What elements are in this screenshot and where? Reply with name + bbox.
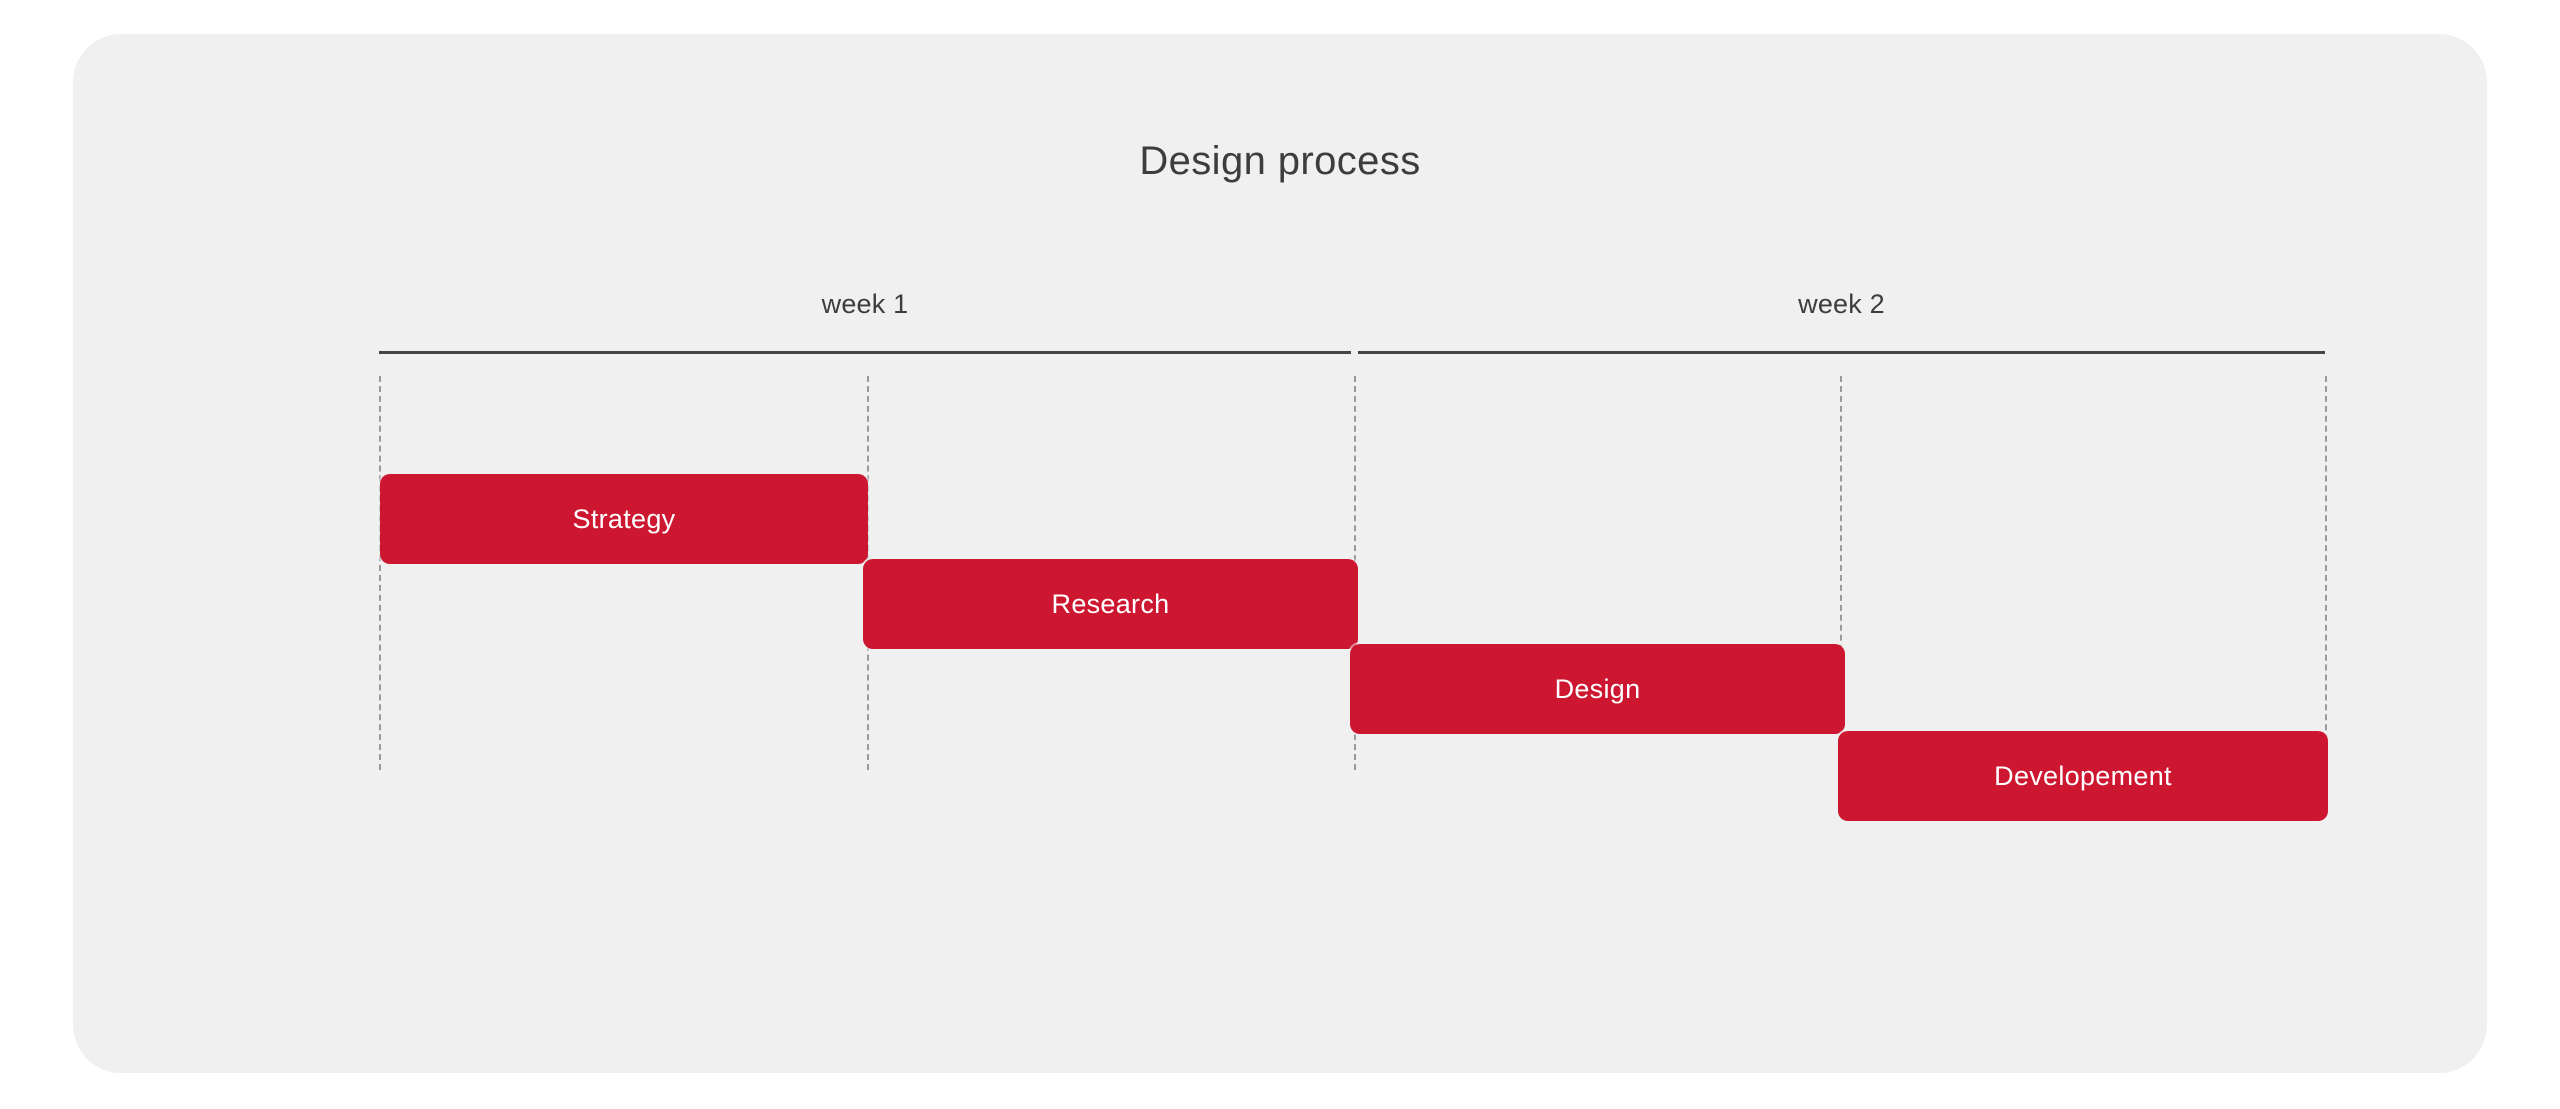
week-group-1: week 1 — [379, 289, 1351, 354]
gantt-bar-label: Strategy — [572, 503, 676, 534]
gantt-bar-label: Research — [1051, 588, 1170, 619]
gridline-tick-4 — [2325, 376, 2327, 770]
week-1-label: week 1 — [821, 289, 909, 319]
gridline-tick-0 — [379, 376, 381, 770]
gantt-bar-design[interactable]: Design — [1350, 644, 1845, 734]
week-group-2: week 2 — [1358, 289, 2325, 354]
page-title: Design process — [1139, 139, 1421, 183]
chart-card: Design process week 1 week 2 Strategy Re… — [73, 34, 2487, 1073]
week-2-rule — [1358, 351, 2325, 354]
gantt-bar-label: Design — [1554, 673, 1641, 704]
gridline-tick-3 — [1840, 376, 1842, 770]
gantt-bar-label: Developement — [1994, 760, 2172, 791]
week-2-label: week 2 — [1798, 289, 1885, 319]
gantt-bar-developement[interactable]: Developement — [1838, 731, 2328, 821]
week-1-rule — [379, 351, 1351, 354]
gantt-bar-strategy[interactable]: Strategy — [380, 474, 868, 564]
gantt-chart: week 1 week 2 Strategy Research Design D… — [73, 34, 2487, 1073]
gantt-bar-research[interactable]: Research — [863, 559, 1358, 649]
